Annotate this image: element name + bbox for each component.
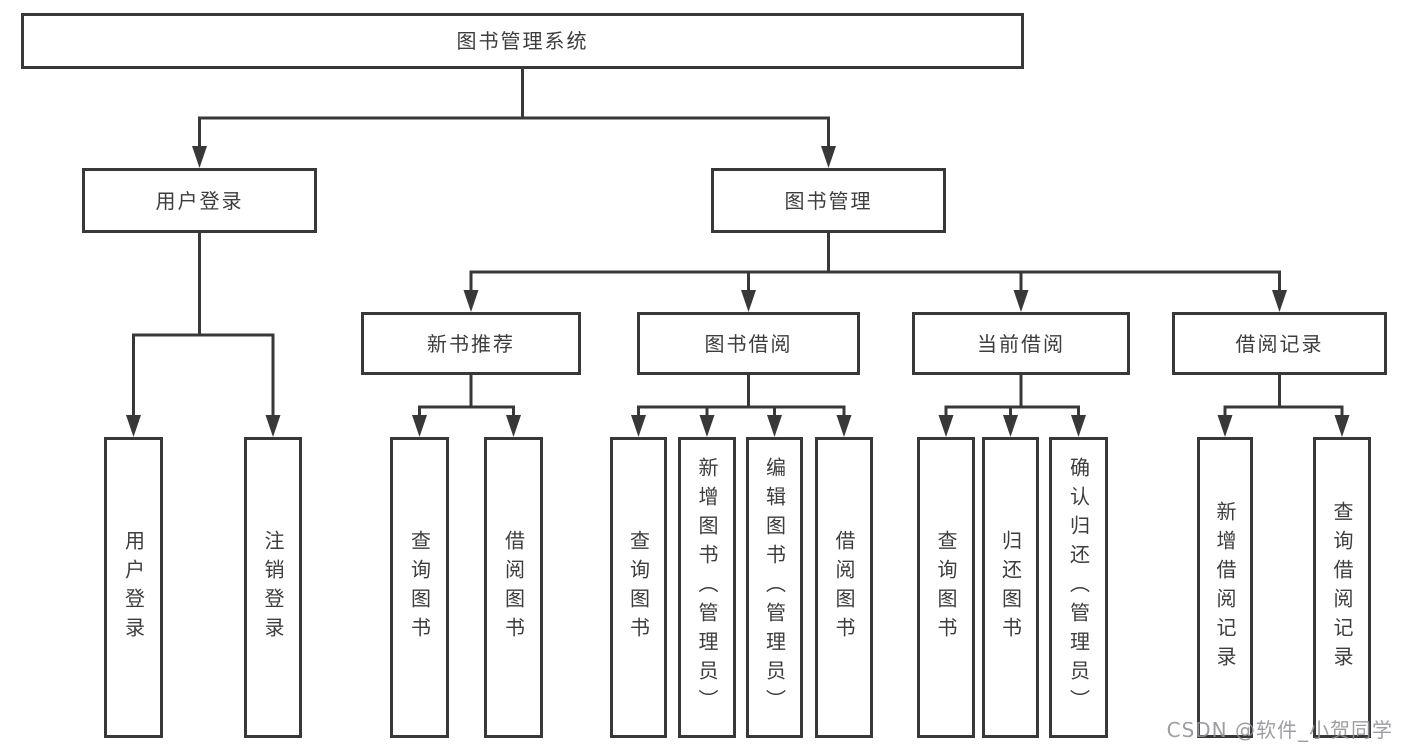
connector-current-split <box>944 373 1080 421</box>
connector-root-split <box>198 67 830 150</box>
connector-book-mgmt-split <box>469 231 1281 294</box>
leaf-borrowing-add-books-admin: 新增图书（管理员） <box>678 437 736 738</box>
arrowhead <box>1334 415 1350 437</box>
node-library-system: 图书管理系统 <box>21 13 1024 69</box>
arrowhead <box>192 146 207 168</box>
arrowhead <box>741 290 756 312</box>
arrowhead <box>821 146 836 168</box>
arrowhead <box>265 415 281 437</box>
arrowhead <box>1272 290 1287 312</box>
leaf-logout: 注销登录 <box>244 437 302 738</box>
leaf-records-add-record: 新增借阅记录 <box>1197 437 1253 738</box>
leaf-current-confirm-return-admin: 确认归还（管理员） <box>1049 437 1108 738</box>
arrowheads <box>126 146 1350 437</box>
node-book-management: 图书管理 <box>711 168 946 233</box>
connector-recommend-split <box>418 373 515 421</box>
connector-user-login-split <box>132 231 275 419</box>
node-new-book-recommend: 新书推荐 <box>361 312 581 375</box>
arrowhead <box>463 290 479 312</box>
node-user-login: 用户登录 <box>82 168 317 233</box>
leaf-records-query-record: 查询借阅记录 <box>1313 437 1371 738</box>
arrowhead <box>699 415 715 437</box>
arrowhead <box>767 415 782 437</box>
connector-borrowing-split <box>637 373 846 421</box>
leaf-user-login: 用户登录 <box>104 437 163 738</box>
leaf-borrowing-query-books: 查询图书 <box>610 437 667 738</box>
arrowhead <box>126 415 141 437</box>
leaf-current-query-books: 查询图书 <box>917 437 975 738</box>
arrowhead <box>412 415 427 437</box>
watermark-text: CSDN @软件_小贺同学 <box>1166 718 1393 742</box>
arrowhead <box>836 415 852 437</box>
node-book-borrowing: 图书借阅 <box>637 312 860 375</box>
arrowhead <box>1217 415 1233 437</box>
arrowhead <box>1013 290 1029 312</box>
arrowhead <box>1003 415 1018 437</box>
node-borrow-records: 借阅记录 <box>1172 312 1387 375</box>
leaf-recommend-query-books: 查询图书 <box>390 437 449 738</box>
arrowhead <box>631 415 646 437</box>
leaf-borrowing-edit-books-admin: 编辑图书（管理员） <box>746 437 803 738</box>
connector-records-split <box>1223 373 1344 421</box>
leaf-current-return-books: 归还图书 <box>982 437 1039 738</box>
leaf-borrowing-borrow-books: 借阅图书 <box>815 437 873 738</box>
arrowhead <box>938 415 954 437</box>
arrowhead <box>1071 415 1086 437</box>
leaf-recommend-borrow-books: 借阅图书 <box>484 437 543 738</box>
node-current-borrowing: 当前借阅 <box>912 312 1130 375</box>
arrowhead <box>506 415 521 437</box>
